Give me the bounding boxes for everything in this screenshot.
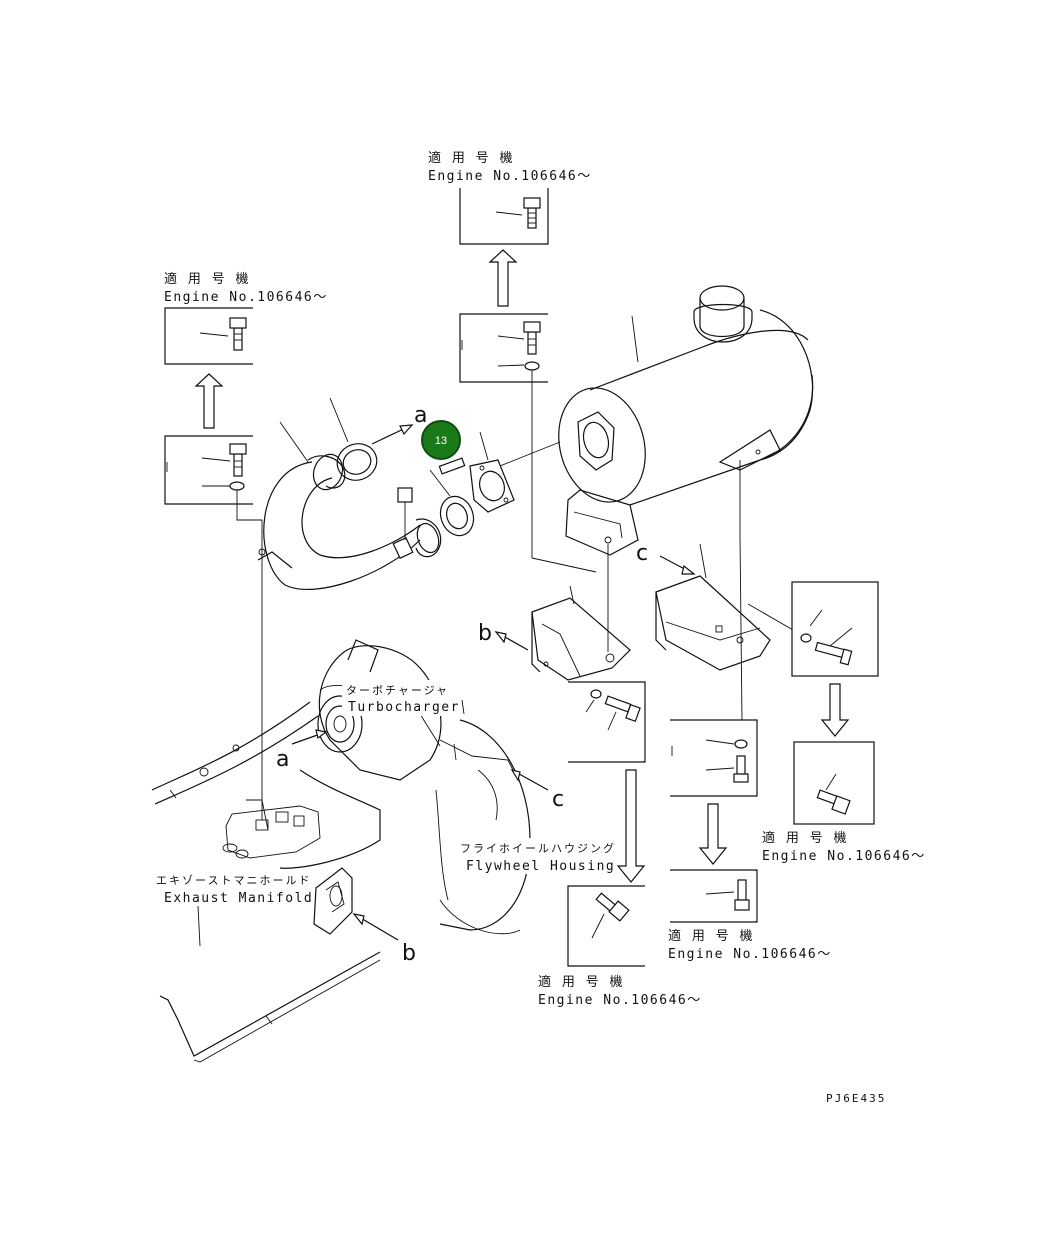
- gasket-ring: [429, 469, 475, 537]
- washer-icon: [590, 689, 602, 699]
- applicability-left-en: Engine No.106646〜: [164, 290, 328, 305]
- arrow-down-icon: [698, 803, 728, 865]
- washer-icon: [734, 739, 748, 749]
- flywheel-label-jp: フライホイールハウジング: [460, 841, 616, 855]
- arrow-down-icon: [616, 769, 646, 883]
- bolt-icon: [736, 755, 746, 775]
- bolt-icon: [233, 327, 243, 351]
- applicability-bottom-mid: 適 用 号 機 Engine No.106646〜: [668, 928, 832, 962]
- detail-box-top-new: [459, 188, 549, 245]
- label-flywheel-housing: フライホイールハウジング Flywheel Housing: [456, 838, 616, 874]
- washer-icon: [229, 481, 245, 491]
- turbocharger-label-en: Turbocharger: [348, 700, 460, 715]
- bolt-icon: [233, 453, 243, 477]
- applicability-bottom-left: 適 用 号 機 Engine No.106646〜: [538, 974, 702, 1008]
- flange-adapter: [438, 431, 561, 513]
- label-exhaust-manifold: エキゾーストマニホールド Exhaust Manifold: [152, 870, 313, 906]
- muffler: [558, 285, 814, 652]
- bolt-icon: [438, 457, 466, 475]
- applicability-right-en: Engine No.106646〜: [762, 849, 926, 864]
- applicability-bottom-mid-jp: 適 用 号 機: [668, 928, 754, 944]
- label-turbocharger: ターボチャージャ Turbocharger: [342, 680, 460, 716]
- arrow-c-indicator: [510, 769, 549, 791]
- ref-letter-b-bottom: b: [402, 941, 416, 966]
- applicability-top-jp: 適 用 号 機: [428, 150, 514, 166]
- detail-box-top-old: [459, 313, 548, 558]
- detail-box-right-old: [791, 581, 879, 677]
- gasket-ring: [329, 397, 414, 481]
- ref-letter-a-top: a: [414, 403, 427, 428]
- manifold-label-jp: エキゾーストマニホールド: [156, 874, 311, 887]
- detail-box-right-new: [793, 741, 875, 825]
- exhaust-elbow-pipe: [257, 421, 442, 590]
- ref-letter-c-top: c: [636, 541, 648, 566]
- arrow-up-icon: [194, 373, 224, 429]
- turbocharger-label-jp: ターボチャージャ: [346, 684, 449, 697]
- arrow-b-indicator: [352, 913, 399, 941]
- bolt-icon: [527, 331, 537, 355]
- arrow-down-icon: [820, 683, 850, 737]
- detail-box-bracket-left-new: [567, 885, 645, 967]
- callout-circle[interactable]: [421, 420, 461, 460]
- detail-box-bracket-left-old: [568, 681, 646, 763]
- detail-box-left-new: [164, 307, 253, 365]
- nut-icon: [397, 487, 413, 503]
- arrow-c-indicator: [659, 555, 696, 575]
- arrow-b-indicator: [494, 631, 529, 651]
- applicability-right: 適 用 号 機 Engine No.106646〜: [762, 830, 926, 864]
- ref-letter-c-bottom: c: [552, 787, 564, 812]
- applicability-right-jp: 適 用 号 機: [762, 830, 848, 846]
- applicability-top-en: Engine No.106646〜: [428, 169, 592, 184]
- applicability-left-jp: 適 用 号 機: [164, 271, 250, 287]
- callout-13[interactable]: 13: [421, 420, 461, 460]
- applicability-bottom-left-en: Engine No.106646〜: [538, 993, 702, 1008]
- detail-box-mid-old: [670, 719, 758, 797]
- applicability-bottom-mid-en: Engine No.106646〜: [668, 947, 832, 962]
- flywheel-label-en: Flywheel Housing: [466, 859, 615, 874]
- bolt-icon: [604, 695, 632, 713]
- applicability-left: 適 用 号 機 Engine No.106646〜: [164, 271, 328, 305]
- arrow-up-icon: [488, 249, 518, 307]
- ref-letter-a-bottom: a: [276, 747, 289, 772]
- bolt-icon: [737, 879, 747, 901]
- washer-icon: [800, 633, 812, 643]
- callout-number: 13: [435, 435, 447, 447]
- bracket-left: [531, 585, 631, 681]
- detail-box-left-old: [164, 435, 263, 820]
- washer-icon: [524, 361, 540, 371]
- applicability-top: 適 用 号 機 Engine No.106646〜: [428, 150, 592, 184]
- engine-outline: [151, 639, 531, 1063]
- ref-letter-b-top: b: [478, 621, 492, 646]
- manifold-label-en: Exhaust Manifold: [164, 891, 313, 906]
- arrow-a-indicator: [291, 729, 328, 745]
- applicability-bottom-left-jp: 適 用 号 機: [538, 974, 624, 990]
- drawing-code: PJ6E435: [826, 1092, 886, 1105]
- detail-box-mid-new: [670, 869, 758, 923]
- bracket-right: [655, 460, 801, 721]
